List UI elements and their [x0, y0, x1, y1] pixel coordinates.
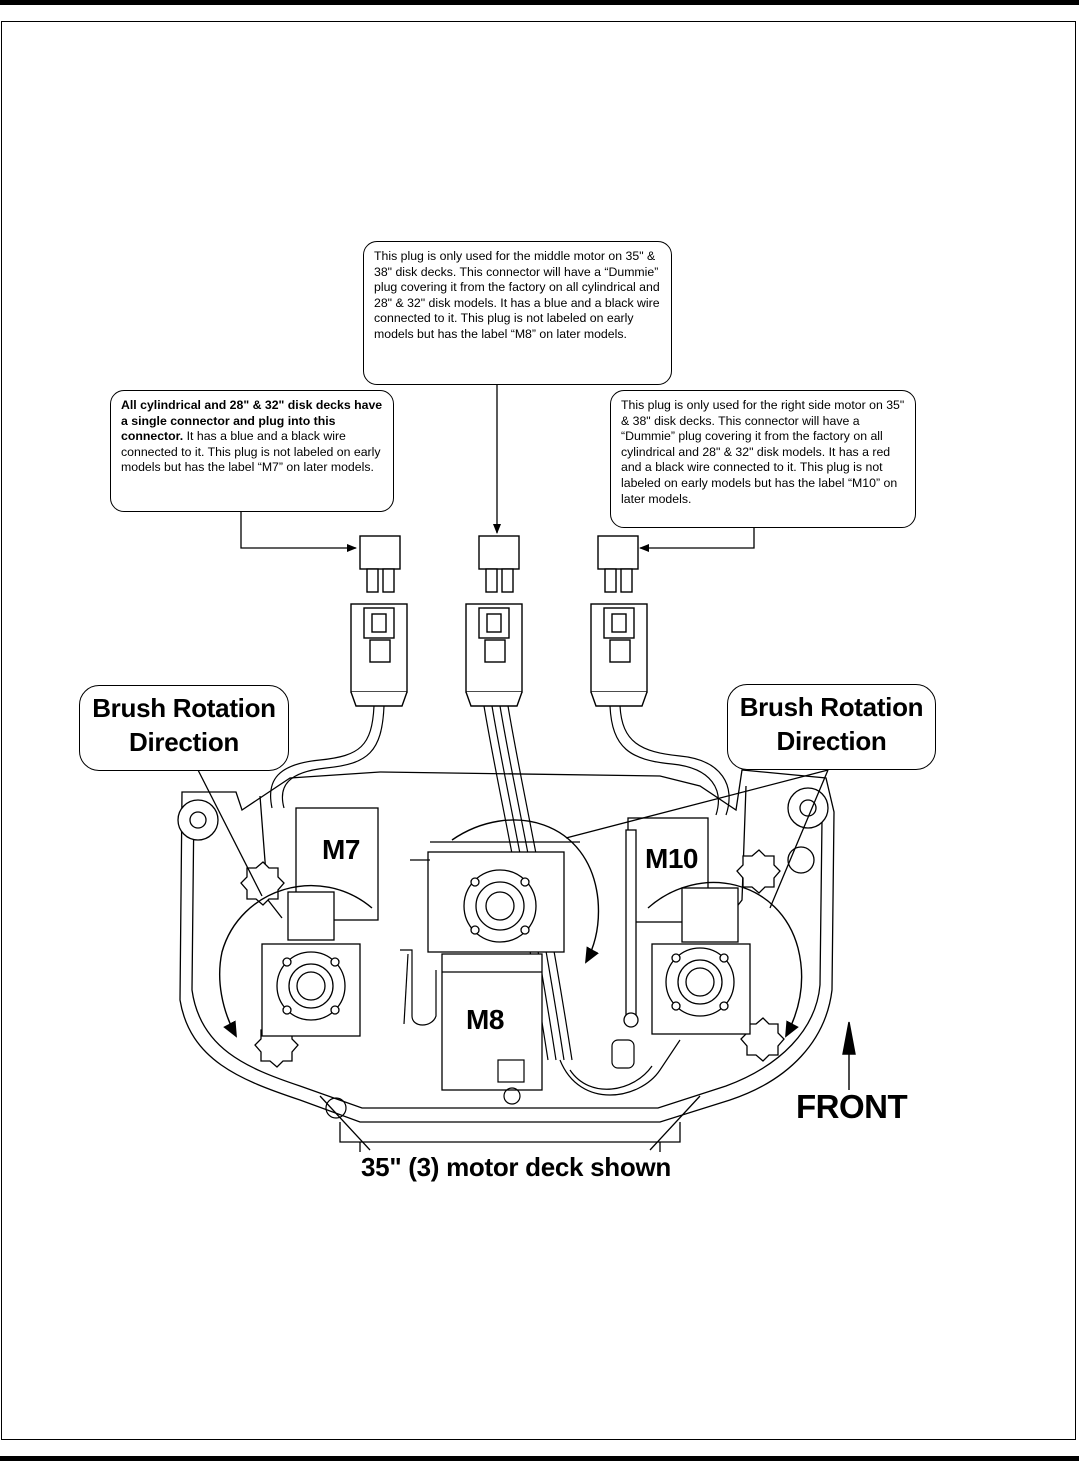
caster-wheel-right	[787, 787, 829, 829]
receptacle-left	[350, 603, 408, 707]
callout-leader-right	[639, 528, 755, 552]
callout-left-text: It has a blue and a black wire connected…	[121, 429, 381, 475]
motor-m7-body	[261, 807, 379, 1037]
deck-housing	[179, 769, 835, 1152]
connector-plug-left	[359, 535, 401, 593]
bubble-leader-left	[197, 769, 263, 897]
brush-rotation-bubble-right: Brush Rotation Direction	[727, 684, 936, 770]
receptacle-right	[590, 603, 648, 707]
motor-m10-body	[623, 817, 751, 1035]
callout-right-m10: This plug is only used for the right sid…	[610, 390, 916, 528]
callout-leader-left	[240, 512, 357, 552]
callout-middle-m8: This plug is only used for the middle mo…	[363, 241, 672, 385]
motor-m8-body	[427, 851, 565, 1091]
page-frame	[1, 21, 1076, 1440]
motor-label-m8: M8	[466, 1004, 504, 1035]
wire-harness-left	[270, 705, 385, 809]
brush-rotation-bubble-left: Brush Rotation Direction	[79, 685, 289, 771]
receptacle-middle	[465, 603, 523, 707]
motor-label-m10: M10	[645, 843, 698, 874]
rotation-arrow-left	[219, 884, 373, 1038]
brush-rotation-right-line2: Direction	[776, 726, 887, 756]
wire-harness-right	[609, 705, 730, 816]
motor-label-m7: M7	[322, 834, 360, 865]
connector-plug-middle	[478, 535, 520, 593]
connector-plug-right	[597, 535, 639, 593]
figure-caption: 35" (3) motor deck shown	[361, 1152, 671, 1182]
deck-plumbing	[325, 841, 681, 1119]
caster-wheel-left	[177, 799, 219, 841]
brush-rotation-left-line2: Direction	[129, 727, 239, 757]
callout-right-text: This plug is only used for the right sid…	[621, 398, 905, 506]
rotation-arrow-right	[647, 881, 803, 1038]
front-label: FRONT	[796, 1088, 908, 1125]
callout-left-bold-text: All cylindrical and 28" & 32" disk decks…	[121, 398, 383, 444]
top-rule	[0, 0, 1079, 5]
rotation-arrow-middle	[451, 819, 600, 964]
brush-rotation-left-line1: Brush Rotation	[92, 693, 276, 723]
front-direction-arrow	[842, 1021, 856, 1090]
callout-left-m7: All cylindrical and 28" & 32" disk decks…	[110, 390, 394, 512]
bubble-leader-right	[565, 769, 829, 909]
brush-rotation-right-line1: Brush Rotation	[739, 692, 924, 722]
callout-middle-text: This plug is only used for the middle mo…	[374, 249, 660, 341]
bottom-rule	[0, 1456, 1079, 1461]
